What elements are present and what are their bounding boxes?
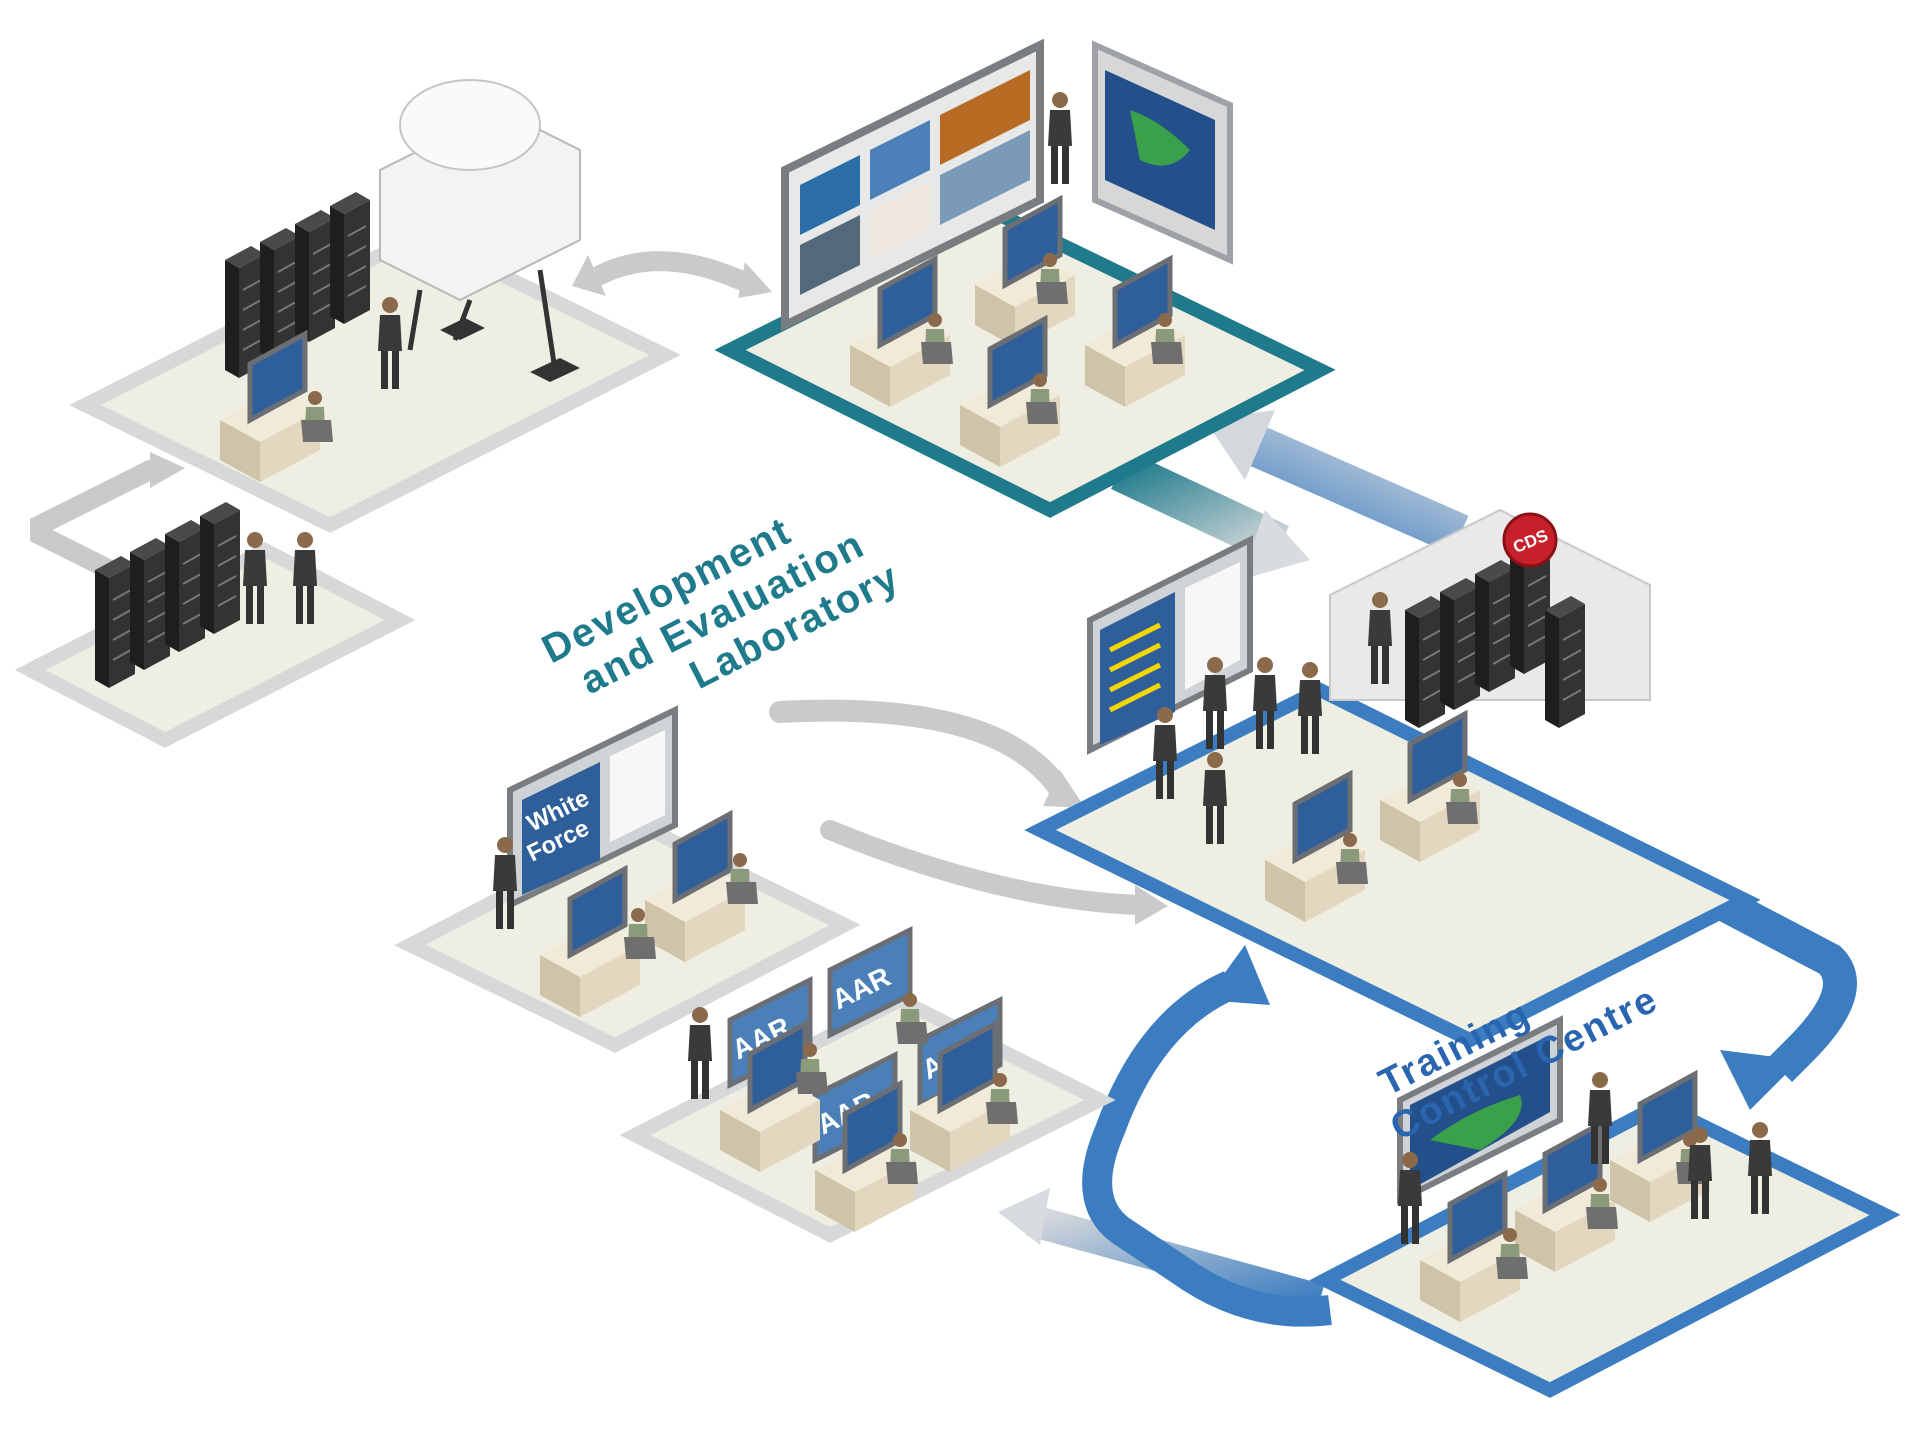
command-room: CDS (1024, 508, 1761, 1048)
white-force-room: White Force (394, 705, 861, 1053)
simulator-room (69, 79, 681, 533)
grey-arrows (30, 251, 1150, 915)
arrow-head-tcc-to-aar (998, 1188, 1050, 1245)
development-lab-room (714, 38, 1336, 518)
training-right-arrow (1632, 844, 1857, 1083)
arrow-head-dev-left (572, 255, 606, 296)
arrow-head-lower-right (1135, 885, 1168, 925)
arrow-dev-to-tcc (1111, 450, 1289, 565)
rack-room (14, 501, 416, 748)
cds-badge (1502, 512, 1558, 568)
training-loop-arrow (1082, 971, 1332, 1327)
arrow-tcc-to-dev (1246, 425, 1469, 555)
arrow-head-left-upper (150, 452, 185, 488)
training-loop-arrow-head (1205, 945, 1270, 1005)
arrow-head-dev-right (738, 262, 772, 298)
aar-room: AAR AAR AAR AAR (619, 925, 1116, 1243)
training-control-room (1309, 1015, 1901, 1398)
training-right-arrow-head (1720, 1050, 1800, 1110)
arrow-head-dev-to-tcc (1240, 510, 1310, 580)
arrow-head-mid (1043, 770, 1085, 808)
